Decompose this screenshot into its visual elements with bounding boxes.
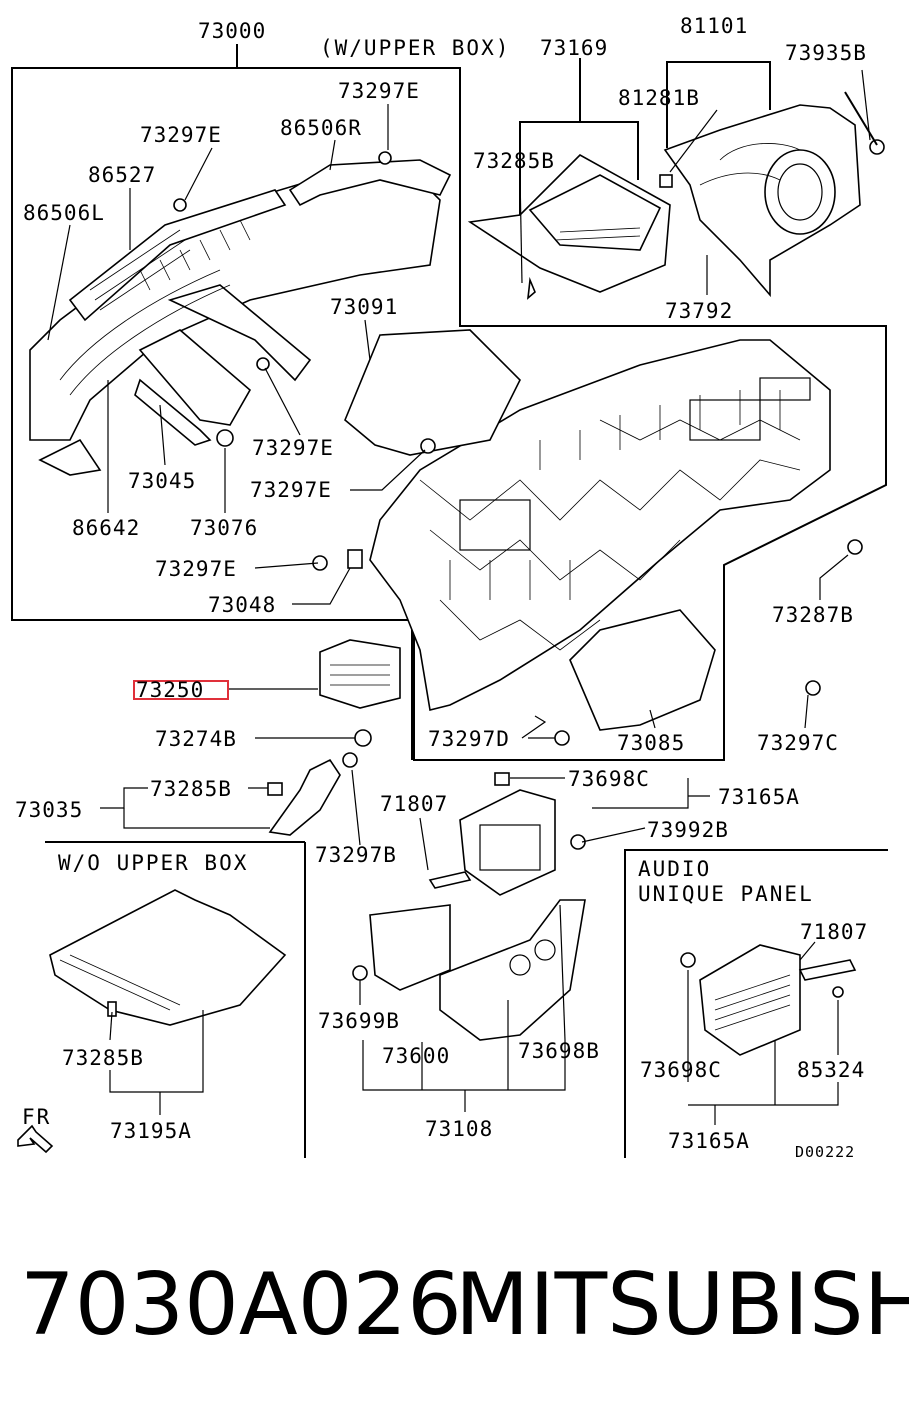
label-upper-box: (W/UPPER BOX) xyxy=(320,36,510,60)
label-73274B: 73274B xyxy=(155,727,237,751)
label-73992B: 73992B xyxy=(647,818,729,842)
label-73699B: 73699B xyxy=(318,1009,400,1033)
duct-assembly xyxy=(29,151,452,476)
meter-hood xyxy=(659,61,885,298)
label-86506R: 86506R xyxy=(280,116,362,140)
label-73165A-2: 73165A xyxy=(668,1129,750,1153)
label-73076: 73076 xyxy=(190,516,258,540)
label-73297B: 73297B xyxy=(315,843,397,867)
label-73297D: 73297D xyxy=(428,727,510,751)
label-73169: 73169 xyxy=(540,36,608,60)
upper-box-tray xyxy=(528,174,662,251)
diagram-frame xyxy=(11,44,888,1158)
label-86506L: 86506L xyxy=(23,201,105,225)
label-audio: AUDIO xyxy=(638,857,711,881)
label-73792: 73792 xyxy=(665,299,733,323)
airbag-module xyxy=(319,639,401,747)
highlight-box-73250 xyxy=(133,680,229,700)
label-73297E-4: 73297E xyxy=(250,478,332,502)
footer-brand: MITSUBISHI xyxy=(455,1255,909,1355)
upper-box-group xyxy=(467,58,671,300)
footer-part-number: 7030A026 xyxy=(20,1255,462,1355)
label-73297E-1: 73297E xyxy=(338,79,420,103)
label-73108: 73108 xyxy=(425,1117,493,1141)
label-73035: 73035 xyxy=(15,798,83,822)
label-diagram-code: D00222 xyxy=(795,1143,855,1161)
label-73698B: 73698B xyxy=(518,1039,600,1063)
label-73048: 73048 xyxy=(208,593,276,617)
audio-unique-panel xyxy=(680,944,857,1056)
label-73297E-2: 73297E xyxy=(140,123,222,147)
label-86527: 86527 xyxy=(88,163,156,187)
label-73045: 73045 xyxy=(128,469,196,493)
label-73600: 73600 xyxy=(382,1044,450,1068)
label-73085: 73085 xyxy=(617,731,685,755)
label-73285B-2: 73285B xyxy=(150,777,232,801)
center-panel-group xyxy=(352,772,586,1041)
label-73698C-2: 73698C xyxy=(640,1058,722,1082)
label-71807-2: 71807 xyxy=(800,920,868,944)
label-73195A: 73195A xyxy=(110,1119,192,1143)
label-73287B: 73287B xyxy=(772,603,854,627)
label-73297E-5: 73297E xyxy=(155,557,237,581)
label-fr: FR xyxy=(22,1105,51,1129)
leader-lines xyxy=(47,69,871,1125)
label-73250: 73250 xyxy=(136,678,204,702)
label-71807-1: 71807 xyxy=(380,792,448,816)
label-73285B-1: 73285B xyxy=(473,149,555,173)
side-cover xyxy=(267,752,358,836)
label-81281B: 81281B xyxy=(618,86,700,110)
front-arrow-icon xyxy=(17,1124,54,1154)
instrument-panel-main xyxy=(312,329,863,746)
label-86642: 86642 xyxy=(72,516,140,540)
label-73935B: 73935B xyxy=(785,41,867,65)
label-wo-upper-box: W/O UPPER BOX xyxy=(58,851,248,875)
label-73297C: 73297C xyxy=(757,731,839,755)
label-73285B-3: 73285B xyxy=(62,1046,144,1070)
lower-box-cover xyxy=(49,889,287,1026)
label-73297E-3: 73297E xyxy=(252,436,334,460)
part-labels: 73000 (W/UPPER BOX) 73169 81101 73935B 8… xyxy=(15,14,868,1161)
label-85324: 85324 xyxy=(797,1058,865,1082)
label-unique-panel: UNIQUE PANEL xyxy=(638,882,814,906)
label-73698C-1: 73698C xyxy=(568,767,650,791)
label-73000: 73000 xyxy=(198,19,266,43)
label-73165A-1: 73165A xyxy=(718,785,800,809)
label-73091: 73091 xyxy=(330,295,398,319)
label-81101: 81101 xyxy=(680,14,748,38)
